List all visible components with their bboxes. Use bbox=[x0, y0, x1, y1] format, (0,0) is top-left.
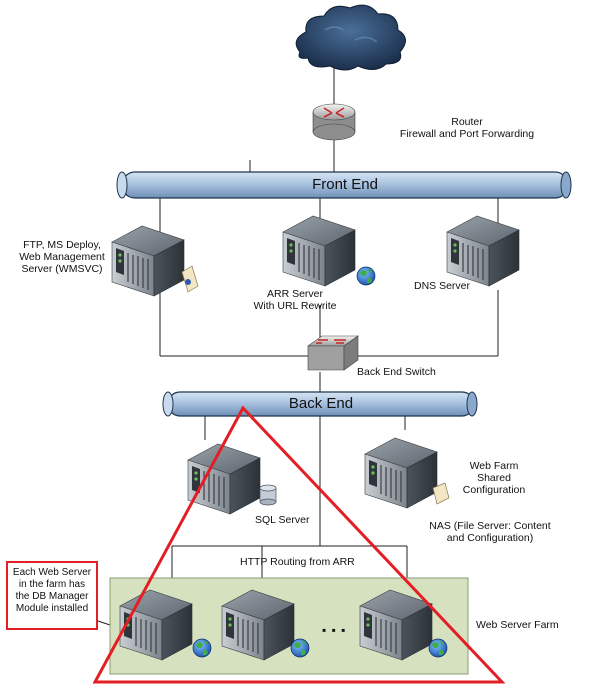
globe-icon bbox=[356, 266, 376, 286]
back-end-label: Back End bbox=[288, 395, 354, 412]
sql-server-label: SQL Server bbox=[255, 514, 310, 526]
router-label: Router Firewall and Port Forwarding bbox=[399, 116, 535, 140]
dns-server-label: DNS Server bbox=[414, 280, 471, 292]
ellipsis-dots: ▪ ▪ ▪ bbox=[322, 623, 347, 637]
front-end-label: Front End bbox=[312, 176, 378, 193]
arr-server-label: ARR Server With URL Rewrite bbox=[253, 288, 337, 312]
http-routing-label: HTTP Routing from ARR bbox=[240, 556, 355, 568]
sql-server-icon bbox=[187, 443, 277, 515]
router-icon bbox=[312, 103, 356, 141]
callout-box: Each Web Server in the farm has the DB M… bbox=[6, 561, 98, 630]
back-end-switch-label: Back End Switch bbox=[357, 366, 436, 378]
folder-icon bbox=[432, 482, 450, 505]
folder-icon bbox=[181, 265, 199, 293]
switch-icon bbox=[307, 335, 359, 371]
nas-label: NAS (File Server: Content and Configurat… bbox=[429, 520, 551, 544]
network-links bbox=[97, 60, 499, 626]
front-end-bus bbox=[116, 171, 572, 199]
ftp-server-label: FTP, MS Deploy, Web Management Server (W… bbox=[19, 239, 105, 275]
web-farm-shared-label: Web Farm Shared Configuration bbox=[462, 460, 526, 496]
ftp-server-icon bbox=[111, 225, 199, 297]
globe-icon bbox=[192, 638, 212, 658]
database-icon bbox=[259, 484, 277, 506]
dns-server-icon bbox=[446, 215, 520, 287]
nas-server-icon bbox=[364, 437, 450, 509]
web-server-farm-label: Web Server Farm bbox=[476, 619, 559, 631]
highlight-triangle bbox=[92, 405, 506, 684]
globe-icon bbox=[428, 638, 448, 658]
arr-server-icon bbox=[282, 215, 376, 287]
cloud-icon bbox=[295, 4, 406, 71]
globe-icon bbox=[290, 638, 310, 658]
